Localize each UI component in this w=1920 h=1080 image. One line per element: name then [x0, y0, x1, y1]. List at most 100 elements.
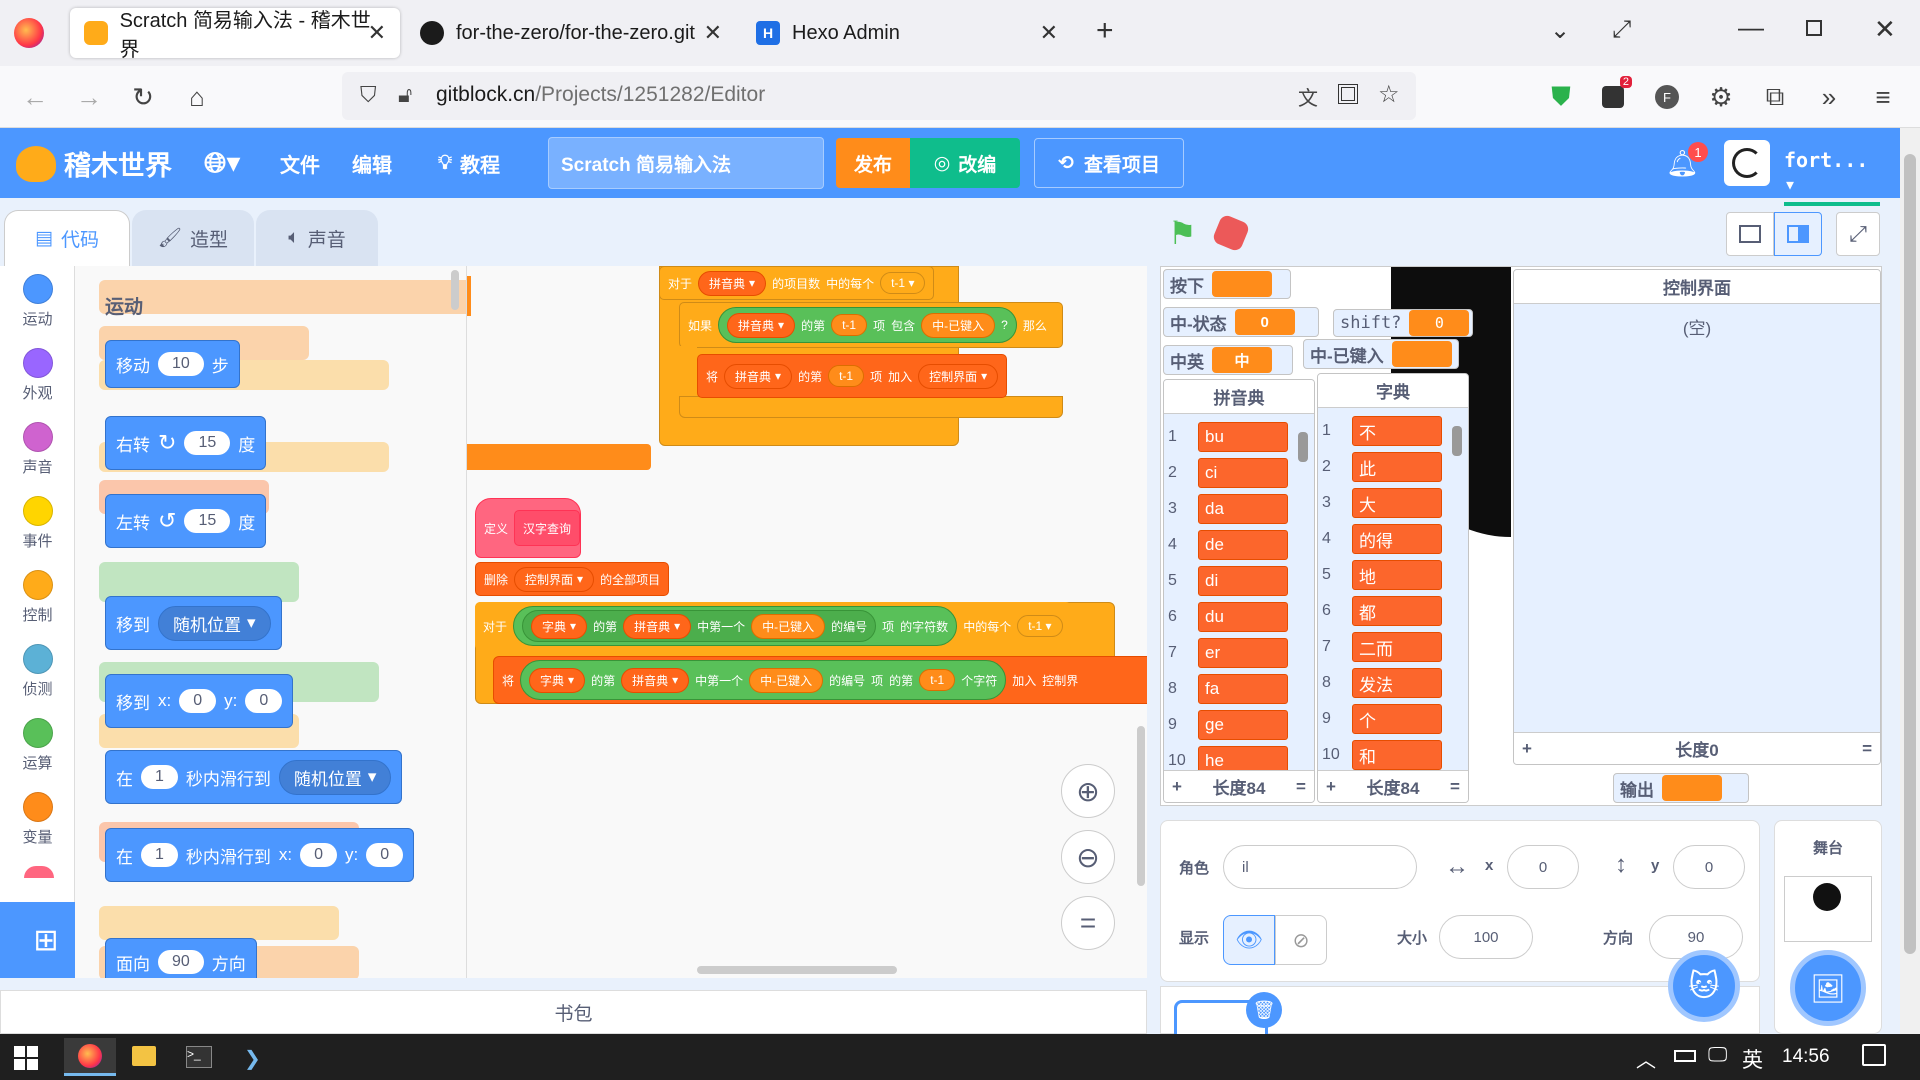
category-looks[interactable]: 外观 — [0, 348, 75, 403]
stage-thumbnail[interactable] — [1784, 876, 1872, 942]
add-item-icon[interactable]: + — [1522, 738, 1532, 758]
category-sensing[interactable]: 侦测 — [0, 644, 75, 699]
battery-icon[interactable] — [1674, 1050, 1696, 1062]
windows-start-icon[interactable] — [14, 1046, 38, 1070]
delete-all-of-list-block[interactable]: 删除控制界面▾的全部项目 — [475, 562, 670, 596]
minimize-button[interactable]: — — [1738, 12, 1764, 42]
firefox-menu-icon[interactable] — [14, 18, 44, 48]
seconds-input[interactable]: 1 — [141, 765, 178, 789]
insecure-lock-icon[interactable]: 🔓︎ — [398, 82, 413, 107]
goto-target-dropdown[interactable]: 随机位置▾ — [158, 605, 271, 641]
close-tab-icon[interactable]: ✕ — [367, 20, 386, 45]
resize-handle-icon[interactable]: = — [1450, 776, 1460, 796]
vertical-scrollbar[interactable] — [1137, 726, 1145, 886]
list-item-value[interactable]: 此 — [1352, 452, 1442, 482]
list-item-value[interactable]: di — [1198, 566, 1288, 596]
small-stage-button[interactable] — [1726, 212, 1774, 256]
hide-eye-icon[interactable]: ⊘ — [1275, 915, 1327, 965]
category-control[interactable]: 控制 — [0, 570, 75, 625]
settings-gear-icon[interactable]: ⚙ — [1709, 81, 1733, 112]
list-item-value[interactable]: er — [1198, 638, 1288, 668]
bookmark-star-icon[interactable]: ☆ — [1378, 81, 1400, 108]
extension-icon[interactable]: 2 — [1596, 76, 1632, 114]
tray-chevron-icon[interactable]: ︿ — [1636, 1050, 1656, 1072]
avatar[interactable] — [1724, 140, 1770, 186]
network-icon[interactable]: 🖵︎ — [1708, 1044, 1728, 1066]
reload-icon[interactable]: ↻ — [132, 81, 154, 112]
zoom-out-icon[interactable]: ⊖ — [1061, 830, 1115, 884]
page-scrollbar-thumb[interactable] — [1904, 154, 1916, 954]
list-item-value[interactable]: 地 — [1352, 560, 1442, 590]
letter-of-block[interactable]: 字典▾的第 拼音典▾中第一个中-已键入的编号 项的字符数 — [513, 606, 958, 646]
y-input[interactable]: 0 — [366, 843, 404, 867]
horizontal-scrollbar[interactable] — [697, 966, 897, 974]
backpack-header[interactable]: 书包 — [0, 990, 1147, 1034]
green-flag-icon[interactable]: ⚑ — [1168, 215, 1197, 251]
category-variables[interactable]: 变量 — [0, 792, 75, 847]
stop-icon[interactable] — [1211, 213, 1251, 253]
list-scrollbar[interactable] — [1298, 432, 1308, 462]
list-item-value[interactable]: bu — [1198, 422, 1288, 452]
close-tab-icon[interactable]: ✕ — [1039, 20, 1058, 45]
degrees-input[interactable]: 15 — [184, 509, 231, 533]
x-input[interactable]: 0 — [300, 843, 338, 867]
seconds-input[interactable]: 1 — [141, 843, 178, 867]
tab-hexo-admin[interactable]: H Hexo Admin ✕ — [742, 8, 1072, 58]
resize-handle-icon[interactable]: = — [1862, 738, 1872, 758]
add-sprite-button[interactable]: 🐱︎ — [1668, 950, 1740, 1022]
back-arrow-icon[interactable]: ← — [22, 81, 48, 112]
list-item-value[interactable]: 个 — [1352, 704, 1442, 734]
restore-button[interactable] — [1806, 20, 1822, 36]
list-item-value[interactable]: 发法 — [1352, 668, 1442, 698]
y-input[interactable]: 0 — [245, 689, 283, 713]
steps-input[interactable]: 10 — [158, 352, 204, 376]
clock[interactable]: 14:56 — [1782, 1046, 1830, 1067]
resize-handle-icon[interactable]: = — [1296, 776, 1306, 796]
ime-indicator[interactable]: 英 — [1742, 1049, 1763, 1072]
x-input[interactable]: 0 — [179, 689, 217, 713]
goto-block[interactable]: 移到随机位置▾ — [105, 596, 282, 650]
x-input[interactable]: 0 — [1507, 845, 1579, 889]
edit-menu[interactable]: 编辑 — [352, 154, 392, 177]
palette-scrollbar[interactable] — [451, 270, 459, 310]
list-item-value[interactable]: 都 — [1352, 596, 1442, 626]
glide-target-dropdown[interactable]: 随机位置▾ — [278, 759, 392, 795]
remix-button[interactable]: ◎改编 — [910, 138, 1020, 188]
taskbar-app-icon[interactable]: ❯ — [244, 1048, 261, 1070]
tab-list-chevron-icon[interactable]: ⌄ — [1550, 17, 1571, 44]
list-item-value[interactable]: 的得 — [1352, 524, 1442, 554]
list-item-value[interactable]: du — [1198, 602, 1288, 632]
extension-shield-icon[interactable]: ⛊ — [1551, 81, 1571, 111]
zoom-reset-icon[interactable]: = — [1061, 896, 1115, 950]
site-logo[interactable]: 稽木世界 — [16, 144, 172, 183]
taskbar-terminal-icon[interactable]: >_ — [186, 1046, 212, 1068]
add-item-icon[interactable]: + — [1172, 776, 1182, 796]
sprite-name-input[interactable]: il — [1223, 845, 1417, 889]
fullscreen-icon[interactable]: ⤢ — [1836, 212, 1880, 256]
list-item-value[interactable]: da — [1198, 494, 1288, 524]
y-input[interactable]: 0 — [1673, 845, 1745, 889]
define-block[interactable]: 定义 汉字查询 — [475, 498, 581, 558]
notification-center-icon[interactable] — [1862, 1044, 1886, 1066]
notification-bell-icon[interactable]: 🔔︎ 1 — [1666, 142, 1708, 179]
taskbar-firefox-icon[interactable] — [64, 1038, 116, 1076]
zoom-in-icon[interactable]: ⊕ — [1061, 764, 1115, 818]
taskbar-explorer-icon[interactable] — [132, 1046, 156, 1066]
category-motion[interactable]: 运动 — [0, 274, 75, 329]
tutorials-menu[interactable]: 💡︎教程 — [438, 151, 500, 177]
list-item-value[interactable]: 二而 — [1352, 632, 1442, 662]
tab-scratch-editor[interactable]: Scratch 简易输入法 - 稽木世界 ✕ — [70, 8, 400, 61]
tab-costumes[interactable]: 🖌︎造型 — [132, 210, 254, 266]
list-item-value[interactable]: fa — [1198, 674, 1288, 704]
show-eye-icon[interactable]: 👁︎ — [1223, 915, 1275, 965]
tab-sounds[interactable]: 🔈︎声音 — [256, 210, 378, 266]
